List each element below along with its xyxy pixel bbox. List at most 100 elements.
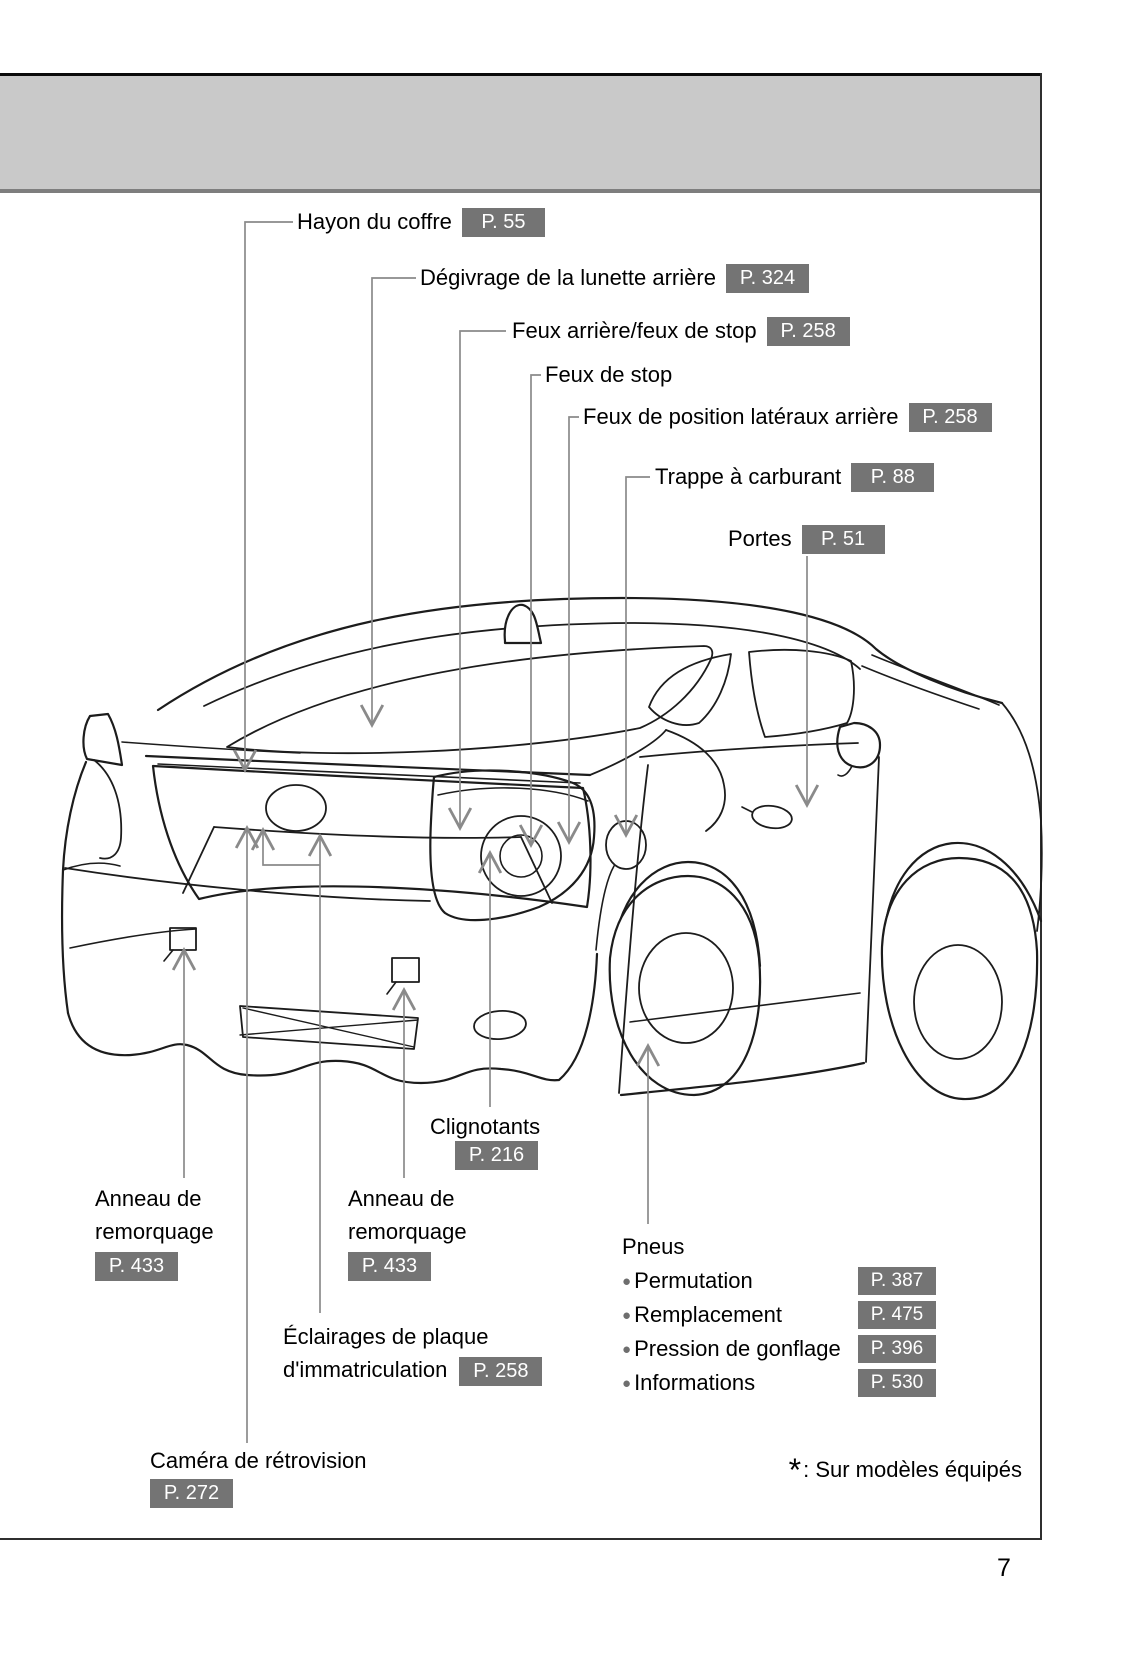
rear-rim: [638, 932, 734, 1044]
leader-hayon: [232, 221, 293, 773]
door-mirror: [836, 721, 882, 769]
side-skirt: [619, 1061, 866, 1097]
exhaust-tip: [473, 1010, 527, 1040]
trunk-lid-crease: [157, 763, 581, 784]
label-anneau-milieu: Anneau de remorquage P. 433: [348, 1182, 467, 1281]
page-ref-trappe: P. 88: [851, 462, 935, 492]
windshield-lines: [861, 654, 1000, 710]
label-feux-arriere-text: Feux arrière/feux de stop: [512, 318, 757, 343]
pneus-section: Pneus ●Permutation P. 387 ●Remplacement …: [622, 1230, 936, 1400]
label-feux-position-text: Feux de position latéraux arrière: [583, 404, 899, 429]
front-wheel-arch: [882, 841, 1043, 937]
spoiler-end-cap: [82, 712, 124, 767]
circle-bullet-icon: ●: [622, 1272, 632, 1290]
trunk-opening: [151, 764, 592, 909]
label-feux-position: Feux de position latéraux arrière P. 258: [583, 402, 992, 432]
label-feux-stop: Feux de stop: [545, 360, 672, 390]
leader-feux-arriere: [447, 330, 506, 831]
label-camera: Caméra de rétrovision: [150, 1446, 366, 1476]
page-ref-anneau-milieu: P. 433: [348, 1252, 431, 1281]
chapter-header-band: [0, 73, 1040, 193]
label-camera-text: Caméra de rétrovision: [150, 1448, 367, 1473]
plate-recess-left: [182, 826, 215, 894]
page-ref-degivrage: P. 324: [725, 263, 809, 293]
label-anneau-gauche-line2: remorquage: [95, 1219, 214, 1244]
page-ref-eclairages: P. 258: [459, 1357, 543, 1386]
label-eclairages: Éclairages de plaque d'immatriculation P…: [283, 1320, 543, 1386]
pneus-row-pression: ●Pression de gonflage P. 396: [622, 1332, 936, 1366]
page-ref-informations: P. 530: [858, 1369, 936, 1397]
diffuser: [239, 1005, 419, 1050]
page-ref-pression: P. 396: [858, 1335, 936, 1363]
pneus-item: ●Remplacement: [622, 1302, 782, 1328]
label-portes: Portes P. 51: [728, 524, 885, 554]
page-number: 7: [997, 1554, 1011, 1582]
circle-bullet-icon: ●: [622, 1340, 632, 1358]
pneus-item-text: Pression de gonflage: [634, 1336, 841, 1361]
tow-hook-lips: [163, 949, 397, 995]
pneus-item: ●Permutation: [622, 1268, 753, 1294]
pneus-item-text: Permutation: [634, 1268, 753, 1293]
label-anneau-milieu-line2: remorquage: [348, 1219, 467, 1244]
label-hayon: Hayon du coffre P. 55: [297, 207, 545, 237]
rear-wheel-arch: [610, 860, 762, 968]
label-eclairages-line2-row: d'immatriculation P. 258: [283, 1353, 543, 1386]
label-feux-stop-text: Feux de stop: [545, 362, 673, 387]
door-lower-line: [629, 992, 861, 1023]
taillight: [429, 769, 596, 922]
door-front-cut: [865, 756, 880, 1063]
plate-recess-top: [213, 826, 522, 839]
body-left-edge: [60, 760, 88, 1015]
bumper-bottom: [66, 952, 599, 1085]
front-tire: [880, 856, 1039, 1101]
footnote-text: : Sur modèles équipés: [803, 1457, 1022, 1482]
leader-feux-position: [556, 416, 582, 845]
footnote: * : Sur modèles équipés: [788, 1452, 1022, 1488]
pneus-item: ●Pression de gonflage: [622, 1336, 841, 1362]
deck-seam: [121, 741, 301, 754]
label-clignotants: Clignotants: [430, 1112, 540, 1142]
label-eclairages-line1: Éclairages de plaque: [283, 1324, 489, 1349]
leader-eclairages-branch: [250, 827, 320, 866]
rear-tire: [608, 874, 762, 1097]
circle-bullet-icon: ●: [622, 1306, 632, 1324]
antenna-fin-icon: [503, 603, 543, 645]
beltline: [639, 742, 859, 758]
label-degivrage: Dégivrage de la lunette arrière P. 324: [420, 263, 809, 293]
pneus-row-remplacement: ●Remplacement P. 475: [622, 1298, 936, 1332]
leader-trappe: [613, 476, 650, 838]
pneus-item-text: Remplacement: [634, 1302, 783, 1327]
leader-lines: [171, 221, 820, 1443]
pneus-item-text: Informations: [634, 1370, 756, 1395]
door-handle-notch: [741, 806, 753, 813]
pneus-title: Pneus: [622, 1234, 685, 1259]
label-anneau-milieu-line1: Anneau de: [348, 1186, 455, 1211]
rear-fender-crease: [595, 865, 615, 951]
taillight-lamp-outer: [480, 815, 562, 897]
page-ref-feux-arriere: P. 258: [766, 316, 850, 346]
tow-hook-right: [391, 957, 420, 983]
label-anneau-gauche: Anneau de remorquage P. 433: [95, 1182, 214, 1281]
label-hayon-text: Hayon du coffre: [297, 209, 452, 234]
page-ref-permutation: P. 387: [858, 1267, 936, 1295]
left-taillight-sliver: [93, 759, 123, 860]
page-ref-feux-position: P. 258: [908, 402, 992, 432]
page-ref-remplacement: P. 475: [858, 1301, 936, 1329]
trunk-lid-edge: [144, 754, 592, 777]
car-illustration: [60, 596, 1043, 1101]
leader-feux-stop: [518, 374, 544, 848]
label-portes-text: Portes: [728, 526, 792, 551]
asterisk-icon: *: [788, 1452, 802, 1488]
front-fender-lines: [1001, 702, 1043, 932]
page-ref-anneau-gauche: P. 433: [95, 1252, 178, 1281]
label-degivrage-text: Dégivrage de la lunette arrière: [420, 265, 716, 290]
label-clignotants-text: Clignotants: [430, 1114, 541, 1139]
pneus-row-informations: ●Informations P. 530: [622, 1366, 936, 1400]
quarter-window: [648, 653, 732, 726]
taillight-stripe: [437, 787, 589, 802]
door-handle: [751, 804, 793, 830]
door-window: [748, 648, 855, 738]
car-roofline: [156, 596, 1004, 712]
emblem: [265, 784, 327, 832]
